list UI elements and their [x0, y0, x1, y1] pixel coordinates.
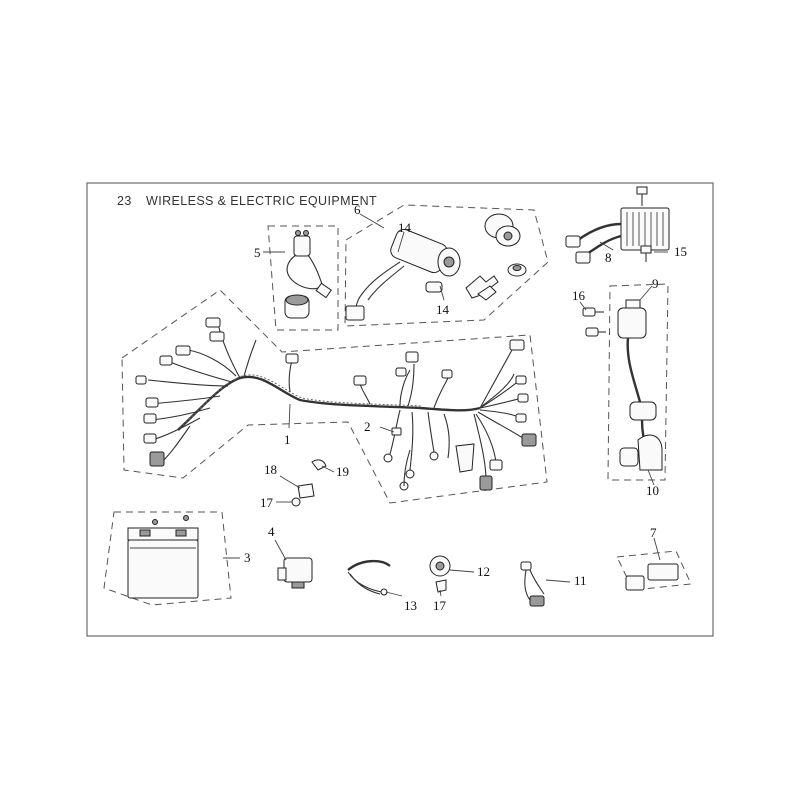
ignition-switch-part: [345, 213, 527, 321]
group-outline-relay: [267, 225, 339, 331]
callout-17-left: 17: [260, 495, 274, 510]
ignition-coil-part: [617, 299, 663, 471]
callout-14-lower: 14: [436, 302, 450, 317]
clamp-19-part: [311, 459, 327, 471]
callout-4: 4: [268, 524, 275, 539]
callout-3: 3: [244, 550, 251, 565]
callout-16: 16: [572, 288, 586, 303]
callout-13: 13: [404, 598, 417, 613]
bolts-16: [582, 307, 606, 337]
lead-wire-part: [520, 561, 545, 607]
group-outline-battery: [103, 511, 232, 606]
group-outline-harness: [121, 289, 548, 504]
callout-6: 6: [354, 202, 361, 217]
callout-9: 9: [652, 276, 659, 291]
flasher-relay-part: [277, 557, 313, 589]
callout-18: 18: [264, 462, 277, 477]
starter-relay-part: [284, 230, 332, 319]
group-outline-coil: [607, 283, 669, 481]
cdi-unit-part: [625, 563, 679, 591]
clamp-18-part: [297, 483, 315, 499]
callout-1: 1: [284, 432, 291, 447]
callout-7: 7: [650, 525, 657, 540]
callout-17-lower: 17: [433, 598, 447, 613]
regulator-rectifier-part: [565, 186, 670, 264]
callout-2: 2: [364, 419, 371, 434]
callout-14-upper: 14: [398, 220, 412, 235]
callout-8: 8: [605, 250, 612, 265]
callout-19: 19: [336, 464, 349, 479]
callout-11: 11: [574, 573, 587, 588]
strap-part: [347, 559, 391, 596]
horn-part: [429, 555, 451, 593]
callout-5: 5: [254, 245, 261, 260]
main-wiring-harness-part: [135, 317, 537, 491]
leader-lines: [223, 213, 668, 597]
bolt-17a-part: [291, 497, 301, 507]
callout-10: 10: [646, 483, 659, 498]
group-outline-cdi: [616, 550, 692, 591]
battery-part: [127, 515, 199, 599]
diagram-frame: [86, 182, 714, 637]
section-number: 23: [117, 194, 132, 208]
section-title: WIRELESS & ELECTRIC EQUIPMENT: [146, 194, 377, 208]
callout-15: 15: [674, 244, 687, 259]
callout-12: 12: [477, 564, 490, 579]
